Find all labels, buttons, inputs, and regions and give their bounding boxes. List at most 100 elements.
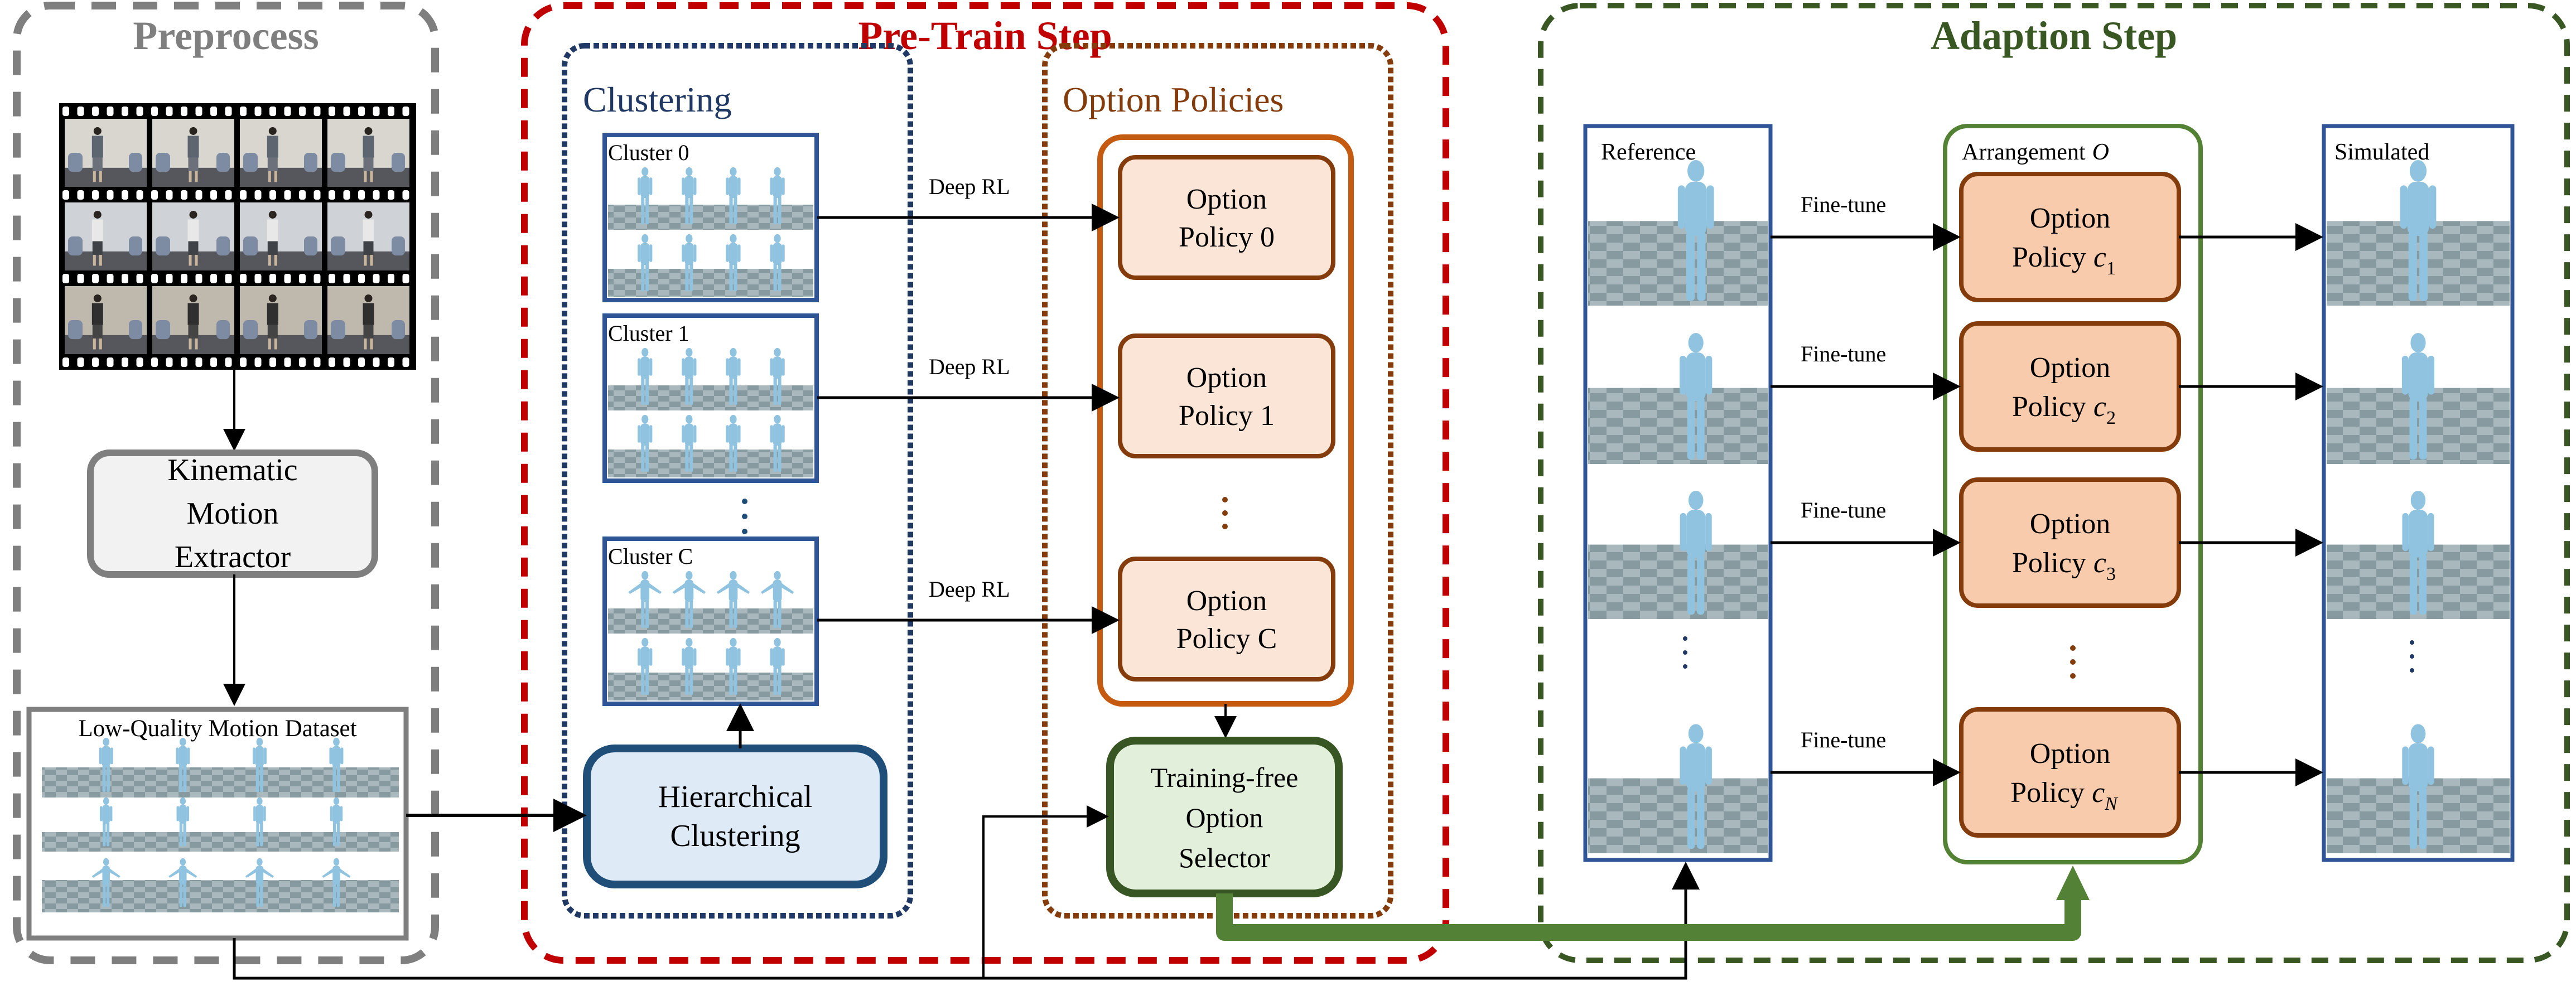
- cluster-panel-0[interactable]: Cluster 0: [602, 133, 819, 302]
- film-perforation: [313, 274, 321, 283]
- deep-rl-label: Deep RL: [929, 577, 1010, 602]
- film-perforation: [240, 107, 247, 116]
- film-perforation: [62, 190, 69, 200]
- video-frame: [65, 286, 147, 354]
- film-perforation: [388, 107, 394, 116]
- selector-to-arrangement-arrow: [1216, 866, 2090, 941]
- film-perforation: [195, 190, 202, 200]
- text-line: Clustering: [670, 819, 800, 853]
- adaption-section: Adaption Step: [1538, 3, 2570, 963]
- film-perforation: [299, 357, 306, 367]
- checkerboard-floor: [42, 767, 399, 798]
- policy-line2: Policy: [2012, 241, 2093, 273]
- film-perforation: [388, 357, 394, 367]
- clustering-group: Clustering: [562, 43, 913, 919]
- arrow-dataset-to-selector: [982, 805, 1109, 978]
- video-frame: [240, 119, 322, 187]
- video-filmstrip: [59, 103, 416, 370]
- policy-subscript: 2: [2106, 408, 2116, 428]
- film-perforation: [136, 357, 143, 367]
- film-perforation: [269, 274, 276, 283]
- low-quality-motion-dataset[interactable]: Low-Quality Motion Dataset: [26, 707, 409, 941]
- film-perforation: [388, 190, 394, 200]
- motion-frame: [1588, 160, 1768, 306]
- cluster-ellipsis: [742, 499, 747, 534]
- film-perforation: [92, 107, 99, 116]
- film-perforation: [195, 274, 202, 283]
- film-perforation: [358, 274, 365, 283]
- adaption-title: Adaption Step: [1931, 13, 2177, 58]
- film-perforation: [107, 274, 114, 283]
- checkerboard-floor: [608, 608, 813, 634]
- policy-var: c: [2093, 241, 2106, 273]
- policy-var: c: [2093, 547, 2106, 579]
- film-perforation: [122, 357, 128, 367]
- film-perforation: [136, 274, 143, 283]
- policy-var: c: [2092, 777, 2105, 809]
- film-perforation: [284, 357, 291, 367]
- policy-line2: Policy 0: [1179, 221, 1275, 253]
- motion-frame: [1588, 724, 1768, 853]
- film-perforation: [343, 190, 350, 200]
- film-perforation: [313, 107, 321, 116]
- motion-frame: [2327, 160, 2510, 306]
- film-perforation: [299, 107, 306, 116]
- motion-frame: [2327, 490, 2510, 619]
- film-perforation: [373, 190, 380, 200]
- preprocess-title: Preprocess: [133, 13, 319, 58]
- cluster-panel-1[interactable]: Cluster 1: [602, 313, 819, 483]
- policy-line1: Option: [2030, 738, 2110, 770]
- reference-panel: Reference: [1583, 124, 1773, 862]
- checkerboard-floor: [42, 832, 399, 852]
- film-perforation: [269, 357, 276, 367]
- policy-subscript: 3: [2106, 564, 2116, 584]
- checkerboard-floor: [608, 205, 813, 230]
- film-perforation: [166, 274, 173, 283]
- film-perforation: [195, 107, 202, 116]
- arrangement-label: Arrangement: [1962, 139, 2086, 165]
- simulated-panel: Simulated: [2322, 124, 2515, 862]
- text-line: Kinematic: [167, 453, 297, 487]
- film-perforation: [343, 107, 350, 116]
- checkerboard-floor: [42, 880, 399, 912]
- film-perforation: [269, 107, 276, 116]
- film-perforation: [254, 357, 262, 367]
- option-policies-title: Option Policies: [1063, 80, 1284, 119]
- arrangement-symbol: O: [2092, 139, 2109, 165]
- policy-line1: Option: [1186, 183, 1267, 215]
- film-perforation: [254, 190, 262, 200]
- text-line: Training-free: [1151, 762, 1299, 793]
- text-line: Selector: [1179, 842, 1270, 873]
- video-frame: [65, 119, 147, 187]
- text-line: Hierarchical: [658, 780, 813, 814]
- film-perforation: [107, 357, 114, 367]
- cluster-panel-2[interactable]: Cluster C: [602, 536, 819, 706]
- checkerboard-floor: [608, 269, 813, 297]
- cluster-label: Cluster 1: [608, 321, 689, 346]
- policy-line2: Policy: [2010, 777, 2092, 809]
- policy-line1: Option: [1186, 585, 1267, 617]
- text-line: Option: [1186, 802, 1263, 833]
- film-perforation: [122, 107, 128, 116]
- film-perforation: [151, 190, 158, 200]
- cluster-label: Cluster C: [608, 544, 693, 569]
- film-perforation: [225, 190, 232, 200]
- simulated-label: Simulated: [2334, 139, 2429, 165]
